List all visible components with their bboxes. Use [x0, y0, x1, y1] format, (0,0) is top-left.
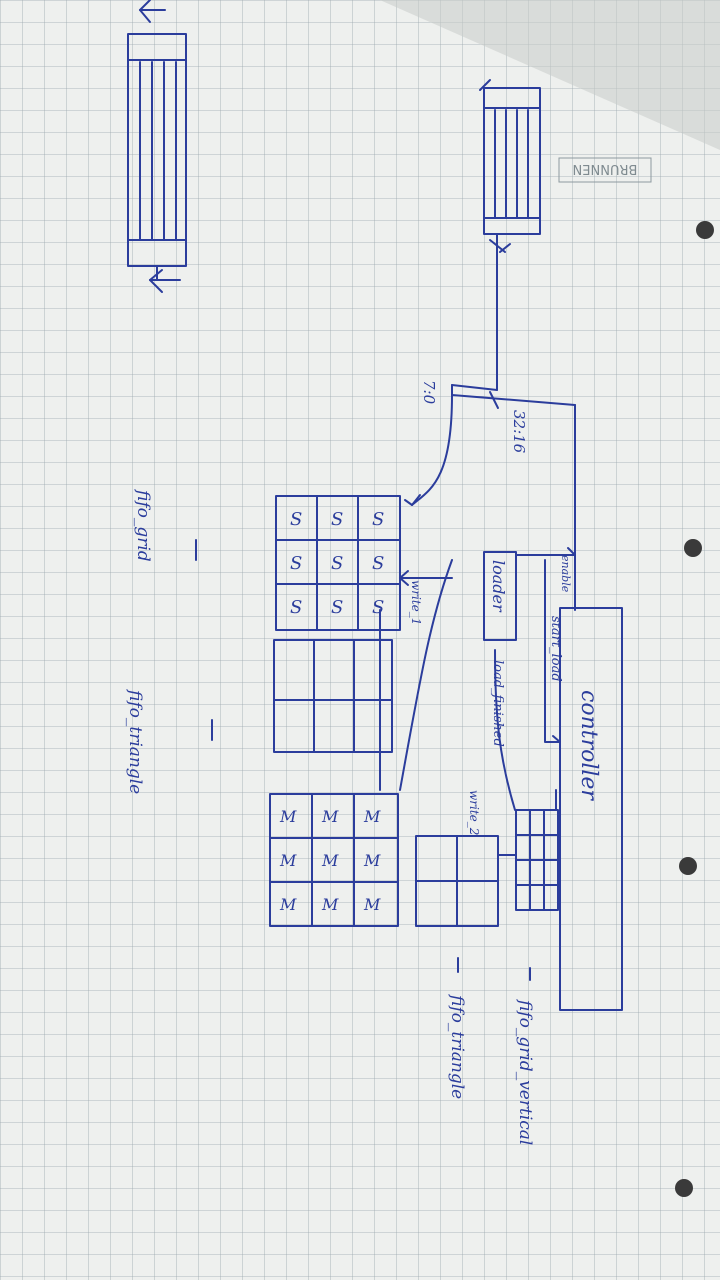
- label-controller: controller: [576, 690, 601, 801]
- grid-cell-s: S: [331, 509, 343, 530]
- label-start-load: start_load: [548, 616, 563, 682]
- grid-cell-s: S: [372, 509, 384, 530]
- grid-cell-m: M: [321, 807, 339, 826]
- punch-hole: [684, 539, 702, 557]
- grid-cell-s: S: [372, 553, 384, 574]
- grid-cell-m: M: [363, 895, 381, 914]
- grid-cell-m: M: [321, 895, 339, 914]
- label-fifo-triangle: fifo_triangle: [447, 993, 467, 1099]
- grid-cell-s: S: [290, 509, 302, 530]
- punch-hole: [696, 221, 714, 239]
- label-fifo-grid-vertical: fifo_grid_vertical: [515, 998, 535, 1145]
- grid-cell-m: M: [363, 851, 381, 870]
- label-fifo-triangle-left: fifo_triangle: [125, 688, 145, 794]
- grid-cell-m: M: [279, 807, 297, 826]
- grid-cell-s: S: [331, 553, 343, 574]
- label-write-2: write_2: [467, 790, 481, 835]
- grid-cell-s: S: [290, 553, 302, 574]
- grid-cell-m: M: [363, 807, 381, 826]
- label-enable: enable: [559, 555, 572, 593]
- label-write-1: write_1: [409, 580, 423, 625]
- label-load-finished: load_finished: [490, 660, 505, 747]
- grid-cell-m: M: [279, 895, 297, 914]
- label-fifo-grid: fifo_grid: [133, 488, 153, 562]
- label-bits-low: 7:0: [420, 380, 438, 405]
- grid-cell-s: S: [290, 597, 302, 618]
- grid-cell-m: M: [321, 851, 339, 870]
- grid-cell-s: S: [372, 597, 384, 618]
- punch-hole: [675, 1179, 693, 1197]
- grid-cell-s: S: [331, 597, 343, 618]
- label-bits-high: 32:16: [510, 410, 528, 454]
- grid-cell-m: M: [279, 851, 297, 870]
- label-loader: loader: [489, 560, 508, 613]
- punch-hole: [679, 857, 697, 875]
- m-grid-cells: M M M M M M M M M: [279, 807, 381, 914]
- brand-text: BRUNNEN: [573, 161, 638, 176]
